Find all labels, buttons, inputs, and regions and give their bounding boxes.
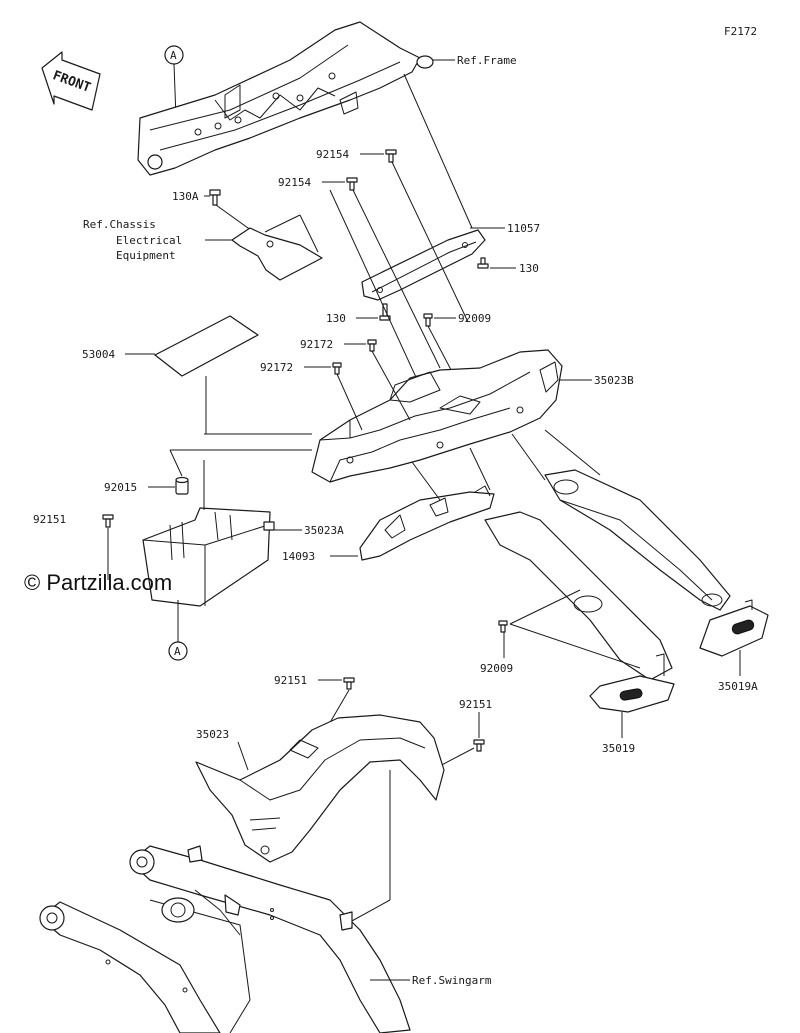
- bolt-130a[interactable]: [209, 189, 221, 206]
- reflector-bracket-35019[interactable]: [589, 653, 675, 713]
- label-92154-b[interactable]: 92154: [278, 176, 311, 189]
- label-14093[interactable]: 14093: [282, 550, 315, 563]
- label-35023[interactable]: 35023: [196, 728, 229, 741]
- reflector-bracket-35019a[interactable]: [699, 599, 769, 657]
- label-35019[interactable]: 35019: [602, 742, 635, 755]
- battery-case-35023a[interactable]: [142, 507, 275, 607]
- label-ref-chassis-1[interactable]: Ref.Chassis: [83, 218, 156, 231]
- label-ref-frame[interactable]: Ref.Frame: [457, 54, 517, 67]
- figure-code: F2172: [724, 25, 758, 38]
- screw-92151-left[interactable]: [102, 514, 114, 528]
- electrical-bracket: [231, 227, 323, 281]
- label-92151-mid[interactable]: 92151: [274, 674, 307, 687]
- rear-frame: [137, 21, 434, 176]
- label-92151-left[interactable]: 92151: [33, 513, 66, 526]
- label-92009-bottom[interactable]: 92009: [480, 662, 513, 675]
- label-11057[interactable]: 11057: [507, 222, 540, 235]
- label-92172-b[interactable]: 92172: [260, 361, 293, 374]
- collar-92015[interactable]: [175, 476, 189, 495]
- label-92151-right[interactable]: 92151: [459, 698, 492, 711]
- svg-text:A: A: [174, 645, 181, 658]
- label-92015[interactable]: 92015: [104, 481, 137, 494]
- watermark: © Partzilla.com: [24, 570, 173, 595]
- bolt-130-right[interactable]: [477, 257, 489, 269]
- label-92172-a[interactable]: 92172: [300, 338, 333, 351]
- label-35019a[interactable]: 35019A: [718, 680, 758, 693]
- label-ref-chassis-3: Equipment: [116, 249, 176, 262]
- callout-a-bottom[interactable]: A: [168, 600, 188, 661]
- screw-92009-top[interactable]: [423, 313, 433, 327]
- label-130-left[interactable]: 130: [326, 312, 346, 325]
- screw-92151-right[interactable]: [473, 739, 485, 752]
- label-53004[interactable]: 53004: [82, 348, 115, 361]
- screw-92151-mid[interactable]: [343, 677, 355, 690]
- label-ref-swingarm[interactable]: Ref.Swingarm: [412, 974, 492, 987]
- rear-fender-35023[interactable]: [195, 714, 445, 863]
- bolt-92154-b[interactable]: [346, 177, 358, 191]
- front-arrow-icon: FRONT: [41, 51, 101, 111]
- swingarm: [39, 845, 411, 1033]
- label-130-right[interactable]: 130: [519, 262, 539, 275]
- label-sticker-53004[interactable]: [154, 315, 259, 377]
- label-130a[interactable]: 130A: [172, 190, 199, 203]
- screw-92009-bottom[interactable]: [498, 620, 508, 633]
- label-ref-chassis-2: Electrical: [116, 234, 182, 247]
- bolt-92154-a[interactable]: [385, 149, 397, 163]
- label-35023b[interactable]: 35023B: [594, 374, 634, 387]
- rear-cover-35023b[interactable]: [311, 349, 563, 483]
- label-92154-a[interactable]: 92154: [316, 148, 349, 161]
- bracket-14093[interactable]: [359, 485, 495, 561]
- label-35023a[interactable]: 35023A: [304, 524, 344, 537]
- label-92009-top[interactable]: 92009: [458, 312, 491, 325]
- bracket-11057[interactable]: [361, 229, 486, 301]
- svg-text:A: A: [170, 49, 177, 62]
- screw-92172-b[interactable]: [332, 362, 342, 375]
- screw-92172-a[interactable]: [367, 339, 377, 352]
- side-cover-right: [484, 469, 731, 681]
